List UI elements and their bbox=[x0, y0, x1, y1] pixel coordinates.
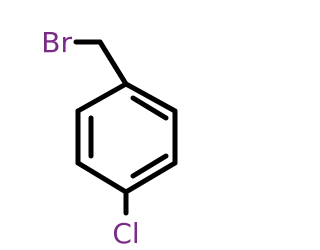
ring-bond-4 bbox=[75, 160, 129, 195]
bond-ch2-ring bbox=[97, 39, 129, 87]
ring-bond-3 bbox=[123, 160, 178, 195]
ring-bond-6 bbox=[75, 81, 129, 114]
bromine-atom-label: Br bbox=[41, 26, 72, 59]
molecule-diagram: Br Cl bbox=[41, 26, 178, 250]
ring-double-bond-upper-right bbox=[130, 95, 169, 121]
chlorine-atom-label: Cl bbox=[112, 217, 139, 250]
ring-double-bond-lower-right bbox=[130, 153, 169, 179]
ring-bond-1 bbox=[123, 81, 178, 114]
